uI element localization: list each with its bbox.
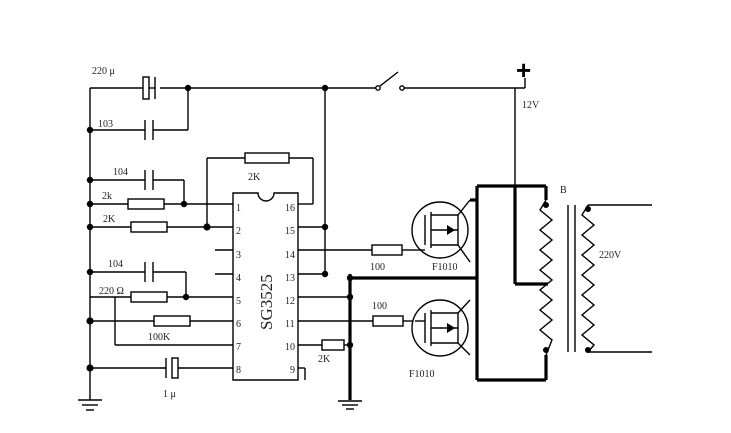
capacitor-103 <box>90 88 189 140</box>
pin-5: 5 <box>236 296 241 307</box>
pin-14: 14 <box>285 250 295 261</box>
resistor-220-ohm <box>90 291 233 303</box>
label-220-ohm: 220 Ω <box>99 286 124 297</box>
capacitor-220u <box>142 76 156 100</box>
label-2K-feedback: 2K <box>248 172 261 183</box>
chip-name: SG3525 <box>257 274 276 330</box>
label-2K-pin10: 2K <box>318 354 331 365</box>
resistor-100-top <box>298 244 412 256</box>
pin-12: 12 <box>285 296 295 307</box>
pin-7: 7 <box>236 342 241 353</box>
label-f1010-bottom: F1010 <box>409 369 435 380</box>
resistor-2K-feedback <box>206 152 314 227</box>
pin-15: 15 <box>285 226 295 237</box>
label-2K-b: 2K <box>103 214 116 225</box>
label-1u: 1 μ <box>163 389 176 400</box>
capacitor-1u <box>90 357 233 379</box>
junction-dots <box>86 84 354 372</box>
pin-10: 10 <box>285 342 295 353</box>
supply-voltage-label: 12V <box>522 100 540 111</box>
capacitor-104-mid <box>90 262 187 297</box>
pin-4: 4 <box>236 273 241 284</box>
label-100-bottom: 100 <box>372 301 387 312</box>
label-103: 103 <box>98 119 113 130</box>
pin-1: 1 <box>236 203 241 214</box>
power-stage-wiring <box>470 184 548 382</box>
pin15-13-vcc <box>298 88 326 275</box>
transformer-primary <box>538 199 554 356</box>
transformer-secondary <box>580 204 652 353</box>
ground-rail <box>78 88 102 411</box>
resistor-2k-pin1 <box>90 198 233 210</box>
pin-16: 16 <box>285 203 295 214</box>
transformer-core <box>567 205 576 352</box>
label-f1010-top: F1010 <box>432 262 458 273</box>
label-220u: 220 μ <box>92 66 115 77</box>
mosfet-top <box>411 199 471 263</box>
supply-plus-sign: + <box>516 55 531 85</box>
pin-11: 11 <box>285 319 295 330</box>
pin-9: 9 <box>290 365 295 376</box>
pin-13: 13 <box>285 273 295 284</box>
pin-8: 8 <box>236 365 241 376</box>
label-100-top: 100 <box>370 262 385 273</box>
pin-2: 2 <box>236 226 241 237</box>
mosfet-bottom <box>411 299 471 357</box>
label-100K: 100K <box>148 332 171 343</box>
sg3525-chip <box>232 192 299 381</box>
resistor-2K-pin10 <box>298 339 350 351</box>
capacitor-104-top <box>90 170 185 204</box>
label-2k-a: 2k <box>102 191 112 202</box>
supply-line <box>90 78 526 190</box>
resistor-2K-pin2 <box>90 221 233 233</box>
pin7-wire <box>114 297 233 346</box>
label-104-top: 104 <box>113 167 128 178</box>
transformer-label: B <box>560 185 567 196</box>
label-104-mid: 104 <box>108 259 123 270</box>
power-switch <box>375 71 405 91</box>
output-voltage-label: 220V <box>599 250 622 261</box>
pin-3: 3 <box>236 250 241 261</box>
pin-6: 6 <box>236 319 241 330</box>
resistor-100K <box>90 315 233 327</box>
resistor-100-bottom <box>298 315 415 327</box>
